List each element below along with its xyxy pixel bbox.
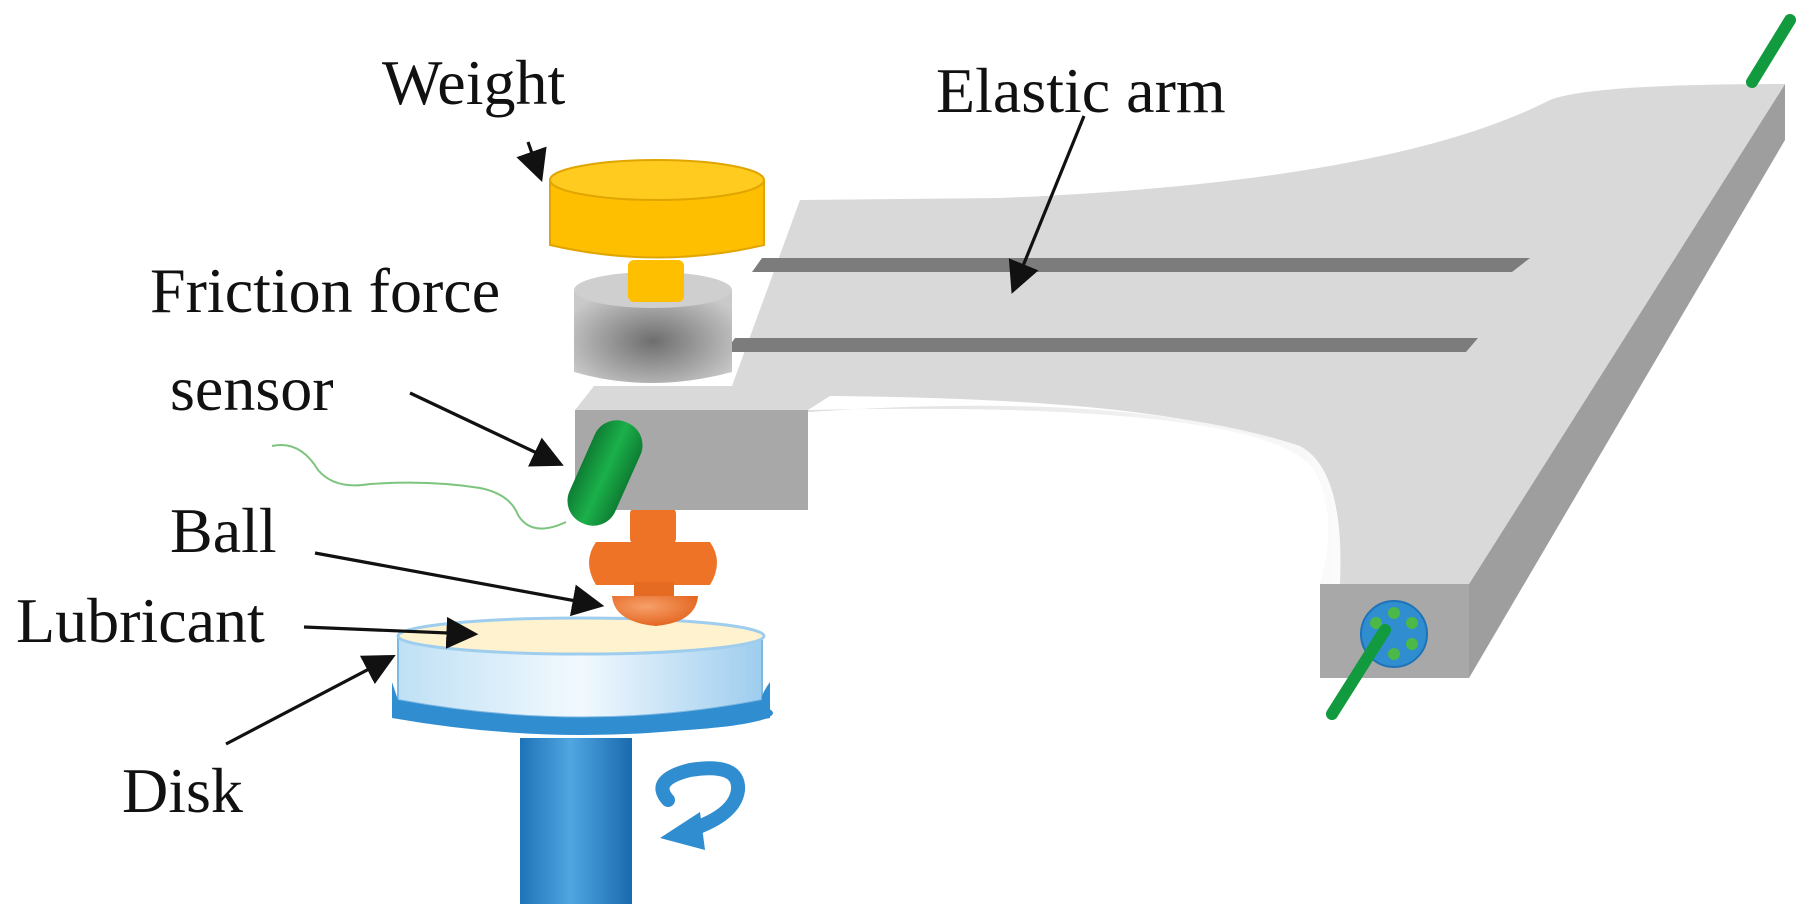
sensor-mount-block — [574, 290, 732, 383]
label-ball: Ball — [170, 495, 277, 566]
sensor-arrow — [409, 391, 564, 467]
label-elastic-arm: Elastic arm — [936, 55, 1226, 126]
elastic-arm-arrow — [1008, 115, 1086, 294]
label-friction-force: Friction force — [150, 255, 500, 326]
friction-force-sensor — [271, 420, 643, 530]
annotation-arrows — [225, 115, 1086, 746]
sensor-wire — [271, 444, 567, 530]
disk-assembly — [392, 616, 773, 904]
weight-arrow — [516, 141, 547, 183]
cable-pin-bottom — [1326, 624, 1391, 720]
elastic-arm — [574, 14, 1796, 720]
ball-arrow — [314, 551, 605, 617]
label-weight: Weight — [382, 47, 565, 118]
label-lubricant: Lubricant — [16, 585, 265, 656]
disk-shaft — [520, 738, 632, 904]
rotation-arrow-icon — [655, 761, 745, 850]
arm-groove-upper — [752, 258, 1530, 272]
label-disk: Disk — [122, 755, 243, 826]
ball-holder — [589, 506, 717, 626]
cable-pin-top — [1746, 14, 1796, 88]
arm-groove-lower — [725, 338, 1478, 352]
disk-body — [397, 634, 763, 719]
flange-rim — [392, 682, 770, 735]
lubricant-surface — [396, 616, 766, 656]
ball — [612, 596, 698, 626]
weight — [549, 159, 765, 302]
label-sensor: sensor — [170, 353, 334, 424]
disk-arrow — [225, 655, 396, 746]
lubricant-arrow — [303, 616, 479, 649]
